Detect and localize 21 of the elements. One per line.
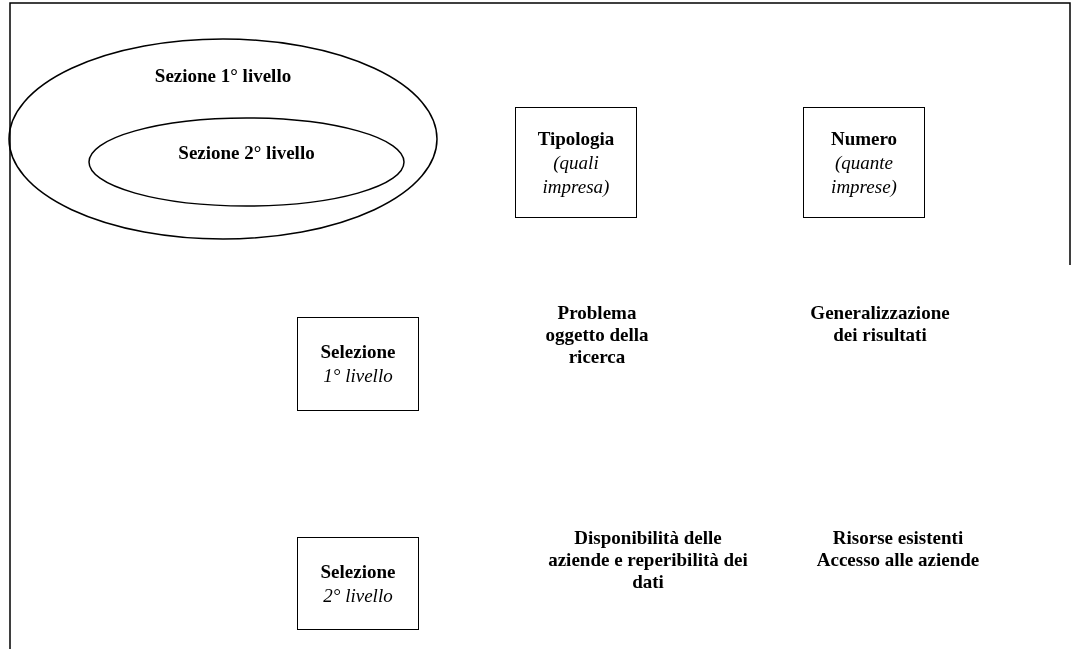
node-subtitle: 2° livello <box>323 583 393 608</box>
node-heading: Tipologia <box>537 126 615 151</box>
text-box <box>803 107 925 218</box>
node-heading: Sezione 1° livello <box>153 64 293 88</box>
node-subtitle: (quante imprese) <box>830 150 898 199</box>
ellipse-node <box>88 117 405 207</box>
text-box <box>297 317 419 411</box>
node-heading: Selezione <box>320 559 396 584</box>
text-label: Problema oggetto della ricerca <box>544 302 650 368</box>
ellipse-node <box>8 38 438 240</box>
text-box <box>297 537 419 630</box>
node-subtitle: 1° livello <box>323 364 393 388</box>
node-heading: Numero <box>830 126 898 151</box>
text-label: Disponibilità delle aziende e reperibilità dei dati <box>548 527 748 593</box>
text-box <box>515 107 637 218</box>
text-label: Generalizzazione dei risultati <box>809 302 951 346</box>
node-heading: Selezione <box>320 340 396 364</box>
text-label: Accesso alle aziende <box>815 549 981 571</box>
text-label: Risorse esistenti <box>831 527 965 549</box>
node-subtitle: (quali impresa) <box>541 150 611 199</box>
node-heading: Sezione 2° livello <box>177 141 316 165</box>
